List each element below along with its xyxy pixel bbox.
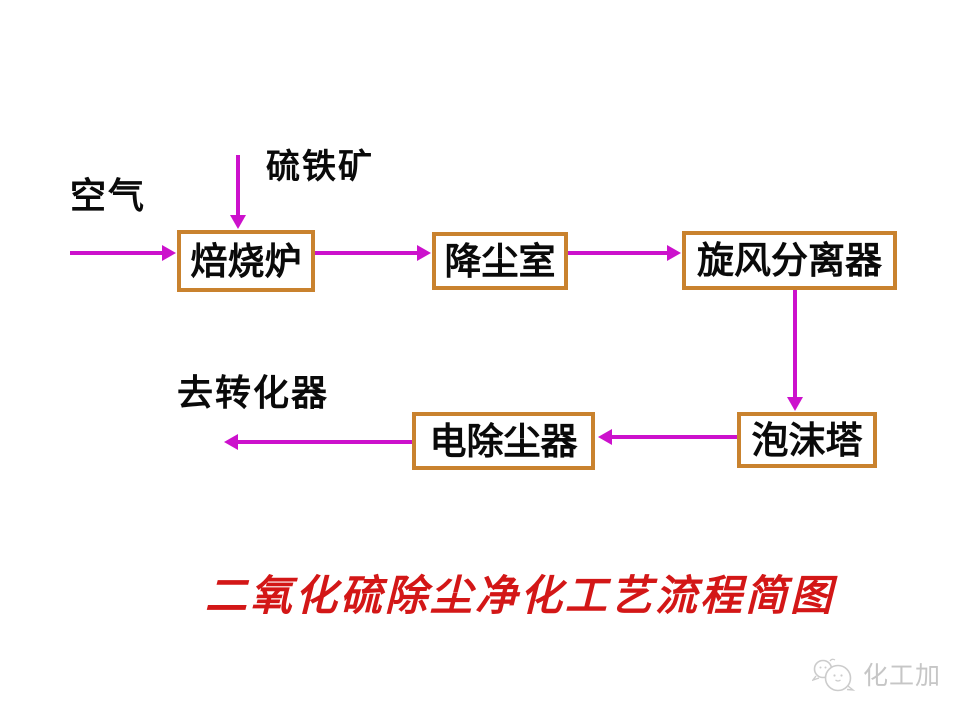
diagram-caption: 二氧化硫除尘净化工艺流程简图 xyxy=(204,574,835,620)
arrow-air-to-roaster xyxy=(70,251,163,255)
label-air: 空气 xyxy=(70,175,147,216)
arrow-roaster-to-dust-chamber xyxy=(315,251,418,255)
node-electrostatic-precipitator: 电除尘器 xyxy=(412,412,595,470)
label-pyrite: 硫铁矿 xyxy=(266,148,374,186)
arrow-esp-to-converter xyxy=(237,440,412,444)
label-to-converter: 去转化器 xyxy=(177,372,330,413)
node-cyclone-separator: 旋风分离器 xyxy=(682,231,897,290)
arrow-pyrite-to-roaster xyxy=(236,155,240,216)
watermark: 化工加 xyxy=(811,656,942,696)
node-foam-tower: 泡沫塔 xyxy=(737,412,877,468)
arrow-foam-tower-to-esp xyxy=(611,435,737,439)
arrow-dust-chamber-to-cyclone xyxy=(568,251,668,255)
node-dust-chamber: 降尘室 xyxy=(432,232,568,290)
watermark-brand-text: 化工加 xyxy=(863,661,942,690)
node-roaster: 焙烧炉 xyxy=(177,230,315,292)
arrow-cyclone-to-foam-tower xyxy=(793,290,797,398)
mascot-icon xyxy=(811,656,858,696)
